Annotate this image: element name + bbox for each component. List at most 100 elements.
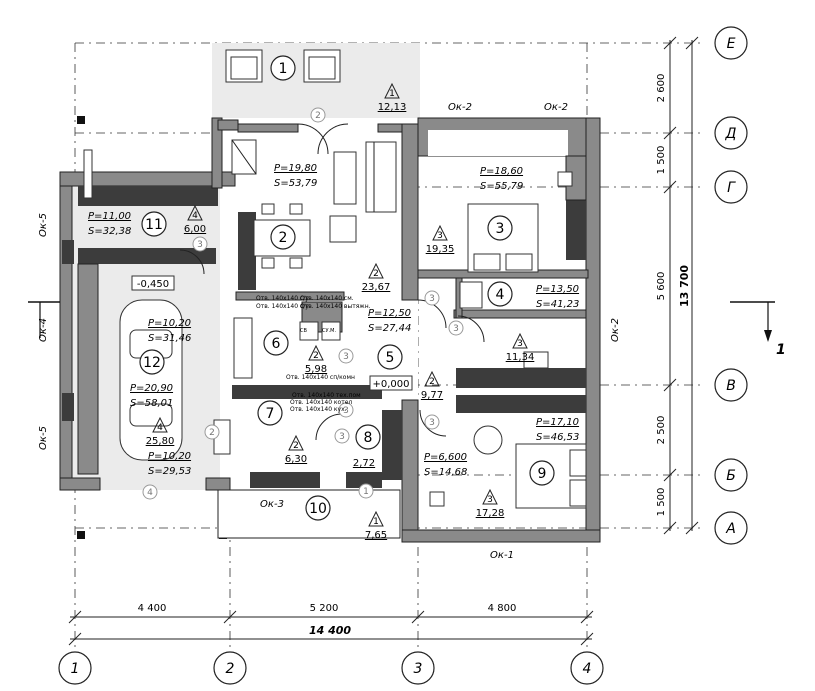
axis-row-label: Е	[727, 36, 736, 52]
dimension-label: 4 800	[488, 603, 517, 614]
walls	[59, 117, 601, 543]
room-number: 3	[496, 221, 505, 237]
perimeter-label: P=10,20	[148, 318, 191, 329]
door-mark: 3	[453, 324, 459, 334]
vent-label: Отв. 140х140 с/у	[256, 295, 309, 302]
surface-label: S=46,53	[536, 432, 579, 443]
axis-row-label: Б	[726, 468, 736, 484]
window-label: Ок-2	[448, 102, 472, 113]
vent-label: Отв. 140х140 котел	[290, 399, 352, 406]
section-mark: 1	[28, 301, 786, 358]
window-label: Ок-2	[610, 318, 621, 342]
room-number: 11	[145, 217, 163, 233]
dimension-bottom: 4 400 5 200 4 800 14 400	[68, 603, 594, 646]
window-label: Ок-5	[38, 426, 49, 450]
area-tag-value: 5,98	[305, 364, 327, 375]
dimension-label: 1 500	[656, 488, 667, 517]
door-mark: 3	[429, 294, 435, 304]
door-mark: 4	[147, 488, 153, 498]
surface-label: S=29,53	[148, 466, 191, 477]
finish-labels: P=19,80 S=53,79 P=18,60 S=55,79 P=11,00 …	[88, 163, 579, 478]
perimeter-label: P=13,50	[536, 284, 579, 295]
surface-label: S=53,79	[274, 178, 317, 189]
axis-row-label: Д	[725, 126, 737, 142]
door-mark: 3	[343, 406, 349, 416]
dimension-label: 5 600	[656, 272, 667, 301]
perimeter-label: P=17,10	[536, 417, 579, 428]
perimeter-label: P=18,60	[480, 166, 523, 177]
area-tag-value: 17,28	[476, 508, 505, 519]
perimeter-label: P=20,90	[130, 383, 173, 394]
area-tag-value: 6,00	[184, 224, 206, 235]
window-label: Ок-5	[38, 213, 49, 237]
area-tag-value: 12,13	[378, 102, 407, 113]
surface-label: S=55,79	[480, 181, 523, 192]
area-tag-number: 1	[389, 89, 395, 99]
perimeter-label: P=19,80	[274, 163, 317, 174]
surface-label: S=58,01	[130, 398, 173, 409]
door-mark: 1	[363, 487, 369, 497]
dimension-total: 13 700	[678, 265, 691, 307]
vent-label: Отв. 140х140 сп/комн	[286, 374, 355, 381]
room-number: 7	[266, 406, 275, 422]
room-number: 10	[309, 501, 327, 517]
furniture	[119, 139, 587, 509]
vent-label: Отв. 140х140 тех.пом	[292, 392, 361, 399]
axis-row-label: А	[725, 521, 736, 537]
terrace-furniture	[225, 49, 341, 83]
perimeter-label: P=10,20	[148, 451, 191, 462]
surface-label: S=27,44	[368, 323, 411, 334]
axis-row-label: Г	[727, 180, 736, 196]
level-mark-main: +0,000	[372, 379, 409, 390]
room-number: 6	[272, 336, 281, 352]
area-tag-value: 7,65	[365, 530, 387, 541]
area-tag-number: 3	[517, 339, 523, 349]
room-number: 8	[364, 430, 373, 446]
area-tag-number: 3	[487, 495, 493, 505]
axis-col-label: 4	[583, 661, 592, 677]
room-numbers: 1 2 3 4 5 6 7 8 9 10 11 12	[139, 55, 555, 521]
area-tag-value: 9,77	[421, 390, 443, 401]
window-label: Ок-2	[544, 102, 568, 113]
door-marks: 2 3 3 3 3 3 3 3 2 1 4	[142, 107, 464, 500]
room-number: 9	[538, 466, 547, 482]
door-swings	[179, 123, 485, 441]
room-area-tags: 1 12,13 2 23,67 3 19,35 4 6,00 3 11,34 2…	[146, 82, 534, 541]
door-mark: 2	[315, 111, 321, 121]
vent-label: Отв. 140х140 вытяжн.	[300, 303, 371, 310]
dimension-label: 2 500	[656, 416, 667, 445]
door-mark: 3	[429, 418, 435, 428]
door-mark: 3	[343, 352, 349, 362]
dimension-label: 4 400	[138, 603, 167, 614]
dimension-label: 1 500	[656, 146, 667, 175]
area-tag-number: 2	[293, 441, 299, 451]
perimeter-label: P=11,00	[88, 211, 131, 222]
door-mark: 3	[197, 240, 203, 250]
perimeter-label: P=12,50	[368, 308, 411, 319]
area-tag-number: 2	[313, 351, 319, 361]
level-mark-garage: -0,450	[137, 279, 169, 290]
area-tag-number: 1	[373, 517, 379, 527]
area-tag-value: 2,72	[353, 458, 375, 469]
area-tag-number: 4	[192, 211, 198, 221]
window-label: Ок-1	[490, 550, 514, 561]
room-number: 4	[496, 287, 505, 303]
vent-label: Отв. 140х140 с/у	[256, 303, 309, 310]
area-tag-number: 4	[157, 423, 163, 433]
area-tag-value: 23,67	[362, 282, 391, 293]
dimension-total: 14 400	[309, 624, 351, 637]
window-labels: Ок-2 Ок-2 Ок-5 Ок-4 Ок-5 Ок-2 Ок-3 Ок-1	[38, 102, 621, 561]
corner-marker	[77, 531, 85, 539]
axis-row-label: В	[726, 378, 736, 394]
fixture-label: СУ.М.	[322, 328, 336, 334]
area-tag-number: 2	[429, 377, 435, 387]
window-label: Ок-3	[260, 499, 284, 510]
area-tag-value: 6,30	[285, 454, 307, 465]
fixture-label: СВ	[300, 328, 307, 334]
dimension-label: 5 200	[310, 603, 339, 614]
window-label: Ок-4	[38, 318, 49, 342]
area-tag-number: 2	[373, 269, 379, 279]
axis-col-label: 1	[71, 661, 80, 677]
axis-col-label: 3	[414, 661, 423, 677]
